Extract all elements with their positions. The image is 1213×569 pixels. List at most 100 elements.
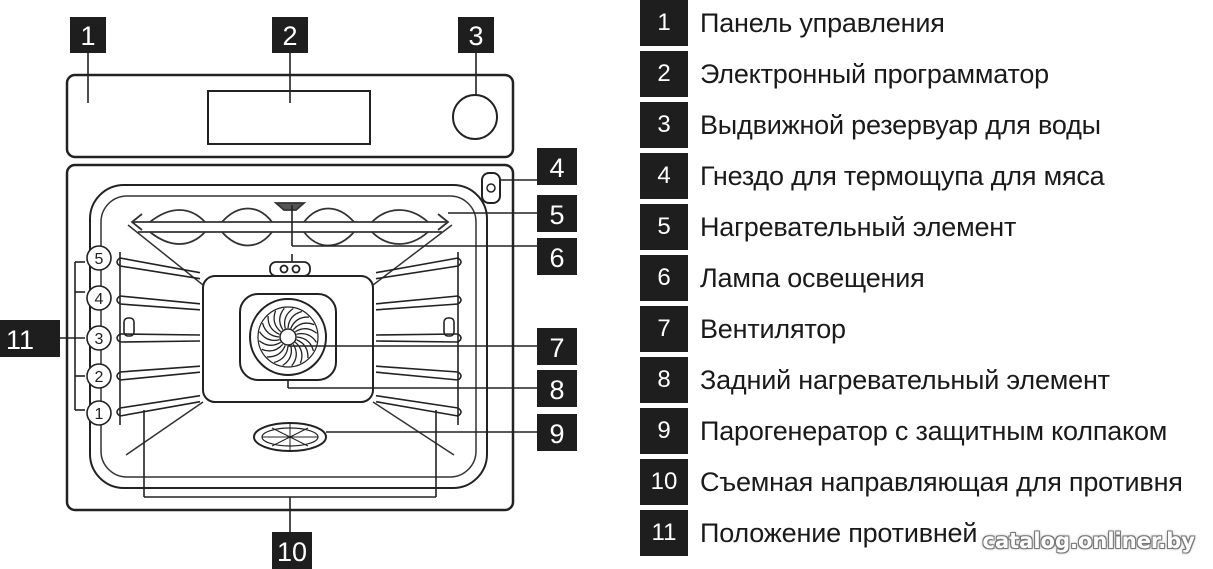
- leader-lines: [87, 53, 537, 532]
- shelf-rail-end: [116, 333, 121, 343]
- shelf-rail-end: [116, 371, 121, 381]
- legend-row-3: 3 Выдвижной резервуар для воды: [640, 102, 1101, 148]
- oven-lamp: [269, 261, 311, 277]
- legend-number: 9: [640, 408, 688, 454]
- fan-blade: [261, 322, 280, 338]
- legend-number: 5: [640, 204, 688, 250]
- callout-box-11-label: 11: [6, 325, 34, 355]
- shelf-rail-end: [457, 371, 462, 381]
- meat-probe-socket-hole: [486, 183, 496, 193]
- callout-boxes: 1 2 3 4 5 6 7 8 9 10 11: [0, 17, 577, 569]
- rail-clip: [123, 317, 135, 337]
- fan-blade: [294, 341, 303, 364]
- fan-blade: [291, 343, 297, 367]
- callout-box-7: 7: [537, 328, 577, 365]
- shelf-position-3: 3: [95, 331, 104, 348]
- legend-label: Нагревательный элемент: [700, 211, 1017, 242]
- shelf-rail: [119, 295, 201, 311]
- legend-number: 8: [640, 357, 688, 403]
- fan-blade: [279, 307, 285, 331]
- legend-label: Задний нагревательный элемент: [700, 364, 1110, 395]
- shelf-rail: [119, 257, 201, 280]
- shelf-position-markers: [60, 261, 85, 411]
- fan-blade: [273, 345, 289, 364]
- legend-row-9: 9 Парогенератор с защитным колпаком: [640, 408, 1167, 454]
- legend-row-7: 7 Вентилятор: [640, 306, 846, 352]
- callout-box-9-label: 9: [549, 419, 564, 449]
- callout-box-4: 4: [537, 148, 577, 185]
- shelf-rail: [375, 394, 459, 417]
- callout-box-7-label: 7: [549, 333, 564, 363]
- steam-generator: [253, 422, 327, 452]
- shelf-rail: [119, 365, 201, 381]
- legend-number: 4: [640, 153, 688, 199]
- shelf-rail: [375, 257, 459, 280]
- right-shelf-rails: [375, 252, 462, 425]
- rail-clip: [443, 317, 455, 337]
- shelf-position-5: 5: [95, 251, 104, 268]
- shelf-rail-end: [457, 295, 462, 305]
- legend-row-2: 2 Электронный программатор: [640, 51, 1049, 97]
- fan-blade: [296, 332, 318, 343]
- shelf-rail: [375, 295, 459, 311]
- callout-box-8-label: 8: [549, 375, 564, 405]
- fan-blade: [267, 315, 280, 335]
- cavity-perspective: [125, 224, 455, 456]
- callout-box-4-label: 4: [549, 153, 564, 183]
- heating-element: [130, 202, 450, 247]
- legend-row-10: 10 Съемная направляющая для противня: [640, 459, 1183, 505]
- callout-box-2-label: 2: [282, 21, 297, 51]
- legend-number: 3: [640, 102, 688, 148]
- callout-box-5-label: 5: [549, 200, 564, 230]
- callout-box-9: 9: [537, 414, 577, 451]
- fan-blade: [258, 340, 282, 346]
- shelf-rail-end: [116, 257, 121, 267]
- legend-label: Парогенератор с защитным колпаком: [700, 415, 1168, 446]
- watermark: catalog.onliner.by: [982, 529, 1196, 553]
- meat-probe-socket: [481, 172, 501, 204]
- fan-blade: [283, 307, 294, 329]
- fan-blade: [282, 345, 293, 367]
- legend-number: 7: [640, 306, 688, 352]
- legend-label: Гнездо для термощупа для мяса: [700, 160, 1105, 191]
- shelf-rail-end: [457, 407, 462, 417]
- water-tank-knob: [452, 94, 498, 140]
- legend-label: Электронный программатор: [700, 58, 1049, 89]
- fan-blade: [287, 310, 303, 329]
- callout-box-10-label: 10: [277, 537, 307, 567]
- legend-label: Положение противней: [700, 517, 978, 548]
- callout-box-2: 2: [272, 17, 308, 53]
- shelf-rail: [375, 365, 459, 381]
- oven-diagram: 5 4 3 2 1 1 2 3 4 5 6 7 8 9 10 11: [0, 17, 577, 569]
- fan-blade: [258, 331, 280, 342]
- legend-label: Съемная направляющая для противня: [700, 466, 1183, 497]
- shelf-position-4: 4: [95, 291, 104, 308]
- legend-number: 10: [640, 459, 688, 505]
- fan-blade: [266, 345, 286, 358]
- callout-box-5: 5: [537, 195, 577, 232]
- shelf-rail-end: [116, 407, 121, 417]
- shelf-rail-end: [457, 333, 462, 343]
- shelf-position-1: 1: [95, 406, 104, 423]
- oven-cavity-outer: [89, 184, 488, 489]
- legend-label: Выдвижной резервуар для воды: [700, 109, 1101, 140]
- legend-label: Вентилятор: [700, 313, 846, 344]
- fan-blade: [292, 322, 315, 331]
- fan-blade: [296, 339, 309, 359]
- fan-blade: [296, 336, 315, 352]
- legend-row-4: 4 Гнездо для термощупа для мяса: [640, 153, 1105, 199]
- callout-box-6: 6: [537, 238, 577, 275]
- legend-number: 2: [640, 51, 688, 97]
- legend-number: 6: [640, 255, 688, 301]
- callout-box-8: 8: [537, 370, 577, 407]
- legend-row-8: 8 Задний нагревательный элемент: [640, 357, 1110, 403]
- callout-box-3-label: 3: [468, 21, 483, 51]
- fan-blade: [294, 328, 318, 334]
- fan-blade: [261, 343, 284, 352]
- fan-blade: [290, 316, 310, 329]
- callout-box-1-label: 1: [80, 21, 95, 51]
- left-shelf-rails: [116, 252, 201, 425]
